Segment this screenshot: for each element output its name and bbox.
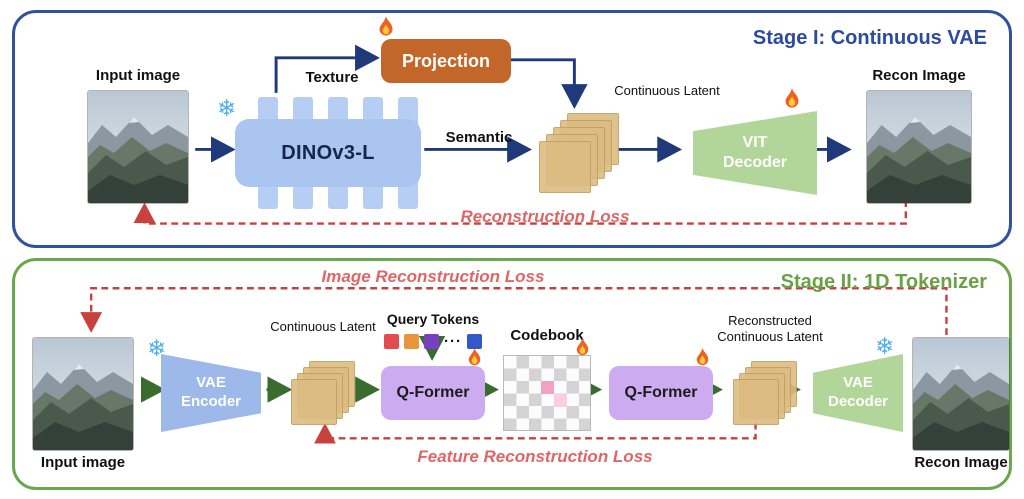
vit-decoder-label: VIT Decoder bbox=[722, 134, 788, 171]
vit-decoder-block: VIT Decoder bbox=[693, 111, 817, 195]
fire-icon bbox=[463, 347, 486, 370]
codebook-active-cell bbox=[554, 394, 567, 407]
latent-square bbox=[539, 141, 591, 193]
stage1-title: Stage I: Continuous VAE bbox=[752, 27, 987, 49]
codebook-label: Codebook bbox=[510, 327, 584, 344]
codebook-grid bbox=[503, 355, 591, 431]
snowflake-icon: ❄ bbox=[147, 335, 167, 361]
fire-icon bbox=[373, 15, 399, 41]
vae-decoder-label: VAE Decoder bbox=[827, 374, 889, 410]
stage2-input-image bbox=[33, 338, 133, 450]
query-token-swatch bbox=[424, 333, 439, 349]
reconstruction-loss-label: Reconstruction Loss bbox=[460, 207, 630, 226]
qformer2-block: Q-Former bbox=[609, 366, 713, 420]
query-token-row: ··· bbox=[381, 333, 485, 349]
vae-encoder-label: VAE Encoder bbox=[180, 374, 241, 410]
fire-icon bbox=[571, 337, 594, 360]
fire-icon bbox=[779, 87, 805, 113]
stage1-recon-image bbox=[867, 91, 971, 203]
image-reconstruction-loss-label: Image Reconstruction Loss bbox=[321, 267, 545, 286]
latent-square bbox=[733, 379, 779, 425]
semantic-label: Semantic bbox=[445, 129, 513, 146]
query-token-swatch bbox=[404, 333, 419, 349]
stage2-input-image-label: Input image bbox=[40, 454, 126, 471]
stage2-recon-latent-stack bbox=[733, 361, 797, 425]
arrow-projection-to-latent bbox=[510, 58, 588, 110]
snowflake-icon: ❄ bbox=[217, 95, 237, 121]
stage2-continuous-latent-label: Continuous Latent bbox=[270, 319, 376, 334]
qformer1-block: Q-Former bbox=[381, 366, 485, 420]
projection-block: Projection bbox=[381, 39, 511, 83]
stage1-continuous-latent-label: Continuous Latent bbox=[614, 83, 720, 98]
dino-block: DINOv3-L bbox=[235, 119, 421, 187]
stage1-input-image-label: Input image bbox=[95, 67, 181, 84]
stage2-title: Stage II: 1D Tokenizer bbox=[780, 271, 987, 293]
feature-reconstruction-loss-label: Feature Reconstruction Loss bbox=[417, 447, 653, 466]
vae-encoder-block: VAE Encoder bbox=[161, 354, 261, 432]
query-token-dots: ··· bbox=[444, 332, 462, 350]
stage1-panel: Stage I: Continuous VAE Input image DINO… bbox=[12, 10, 1012, 248]
stage2-latent-stack bbox=[291, 361, 355, 425]
snowflake-icon: ❄ bbox=[875, 333, 895, 359]
stage2-recon-image bbox=[913, 338, 1009, 450]
latent-square bbox=[291, 379, 337, 425]
fire-icon bbox=[691, 347, 714, 370]
stage2-panel: Stage II: 1D Tokenizer Image Reconstruct… bbox=[12, 258, 1012, 490]
query-token-swatch bbox=[467, 333, 482, 349]
stage1-latent-stack bbox=[539, 113, 619, 193]
stage2-recon-image-label: Recon Image bbox=[914, 454, 1008, 471]
query-tokens-label: Query Tokens bbox=[386, 311, 480, 327]
vae-decoder-block: VAE Decoder bbox=[813, 354, 903, 432]
codebook-active-cell bbox=[541, 381, 554, 394]
stage1-recon-image-label: Recon Image bbox=[872, 67, 966, 84]
query-token-swatch bbox=[384, 333, 399, 349]
texture-label: Texture bbox=[305, 69, 359, 86]
stage1-input-image bbox=[88, 91, 188, 203]
reconstructed-latent-label: Reconstructed Continuous Latent bbox=[717, 313, 823, 344]
